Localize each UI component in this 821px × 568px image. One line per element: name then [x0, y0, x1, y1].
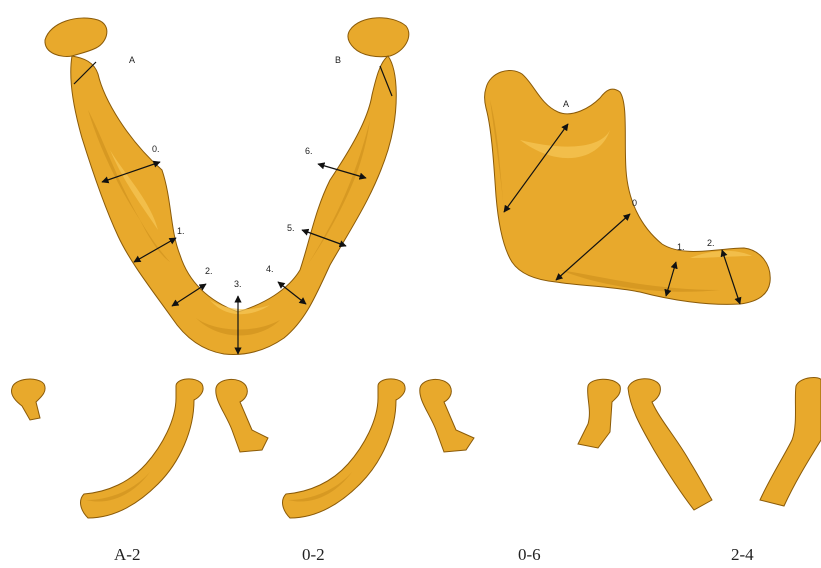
segment-0-2-ramus — [420, 379, 474, 452]
mandible-top-view: A B 0. 1. 2. 3. 4. 5. 6. — [45, 18, 409, 355]
side-label-1: 1. — [677, 242, 685, 252]
top-label-6: 6. — [305, 146, 313, 156]
mandible-side-view: A 0 1. 2. — [485, 70, 771, 304]
top-label-B: B — [335, 55, 341, 65]
top-label-A: A — [129, 55, 135, 65]
segment-A-2: A-2 — [11, 379, 268, 564]
segment-2-4-piece — [760, 378, 821, 506]
segment-0-6-left — [578, 379, 620, 448]
caption-0-2: 0-2 — [302, 545, 325, 564]
side-mandible-body — [485, 70, 771, 304]
side-label-2: 2. — [707, 238, 715, 248]
segment-A-2-body — [81, 379, 204, 518]
segment-A-2-ramus — [216, 379, 268, 452]
top-label-5: 5. — [287, 223, 295, 233]
segment-0-2-body — [283, 379, 406, 518]
caption-0-6: 0-6 — [518, 545, 541, 564]
top-label-2: 2. — [205, 266, 213, 276]
right-condyle — [348, 18, 409, 57]
top-label-4: 4. — [266, 264, 274, 274]
segment-A-2-condyle-left — [11, 379, 45, 420]
segment-0-6: 0-6 — [518, 379, 712, 564]
side-label-0: 0 — [632, 198, 637, 208]
top-label-1: 1. — [177, 226, 185, 236]
segment-0-6-right — [628, 379, 712, 510]
side-label-A: A — [563, 99, 569, 109]
top-label-3: 3. — [234, 279, 242, 289]
segment-2-4: 2-4 — [731, 378, 821, 564]
caption-2-4: 2-4 — [731, 545, 754, 564]
segment-0-2: 0-2 — [283, 379, 474, 564]
top-label-0: 0. — [152, 144, 160, 154]
left-condyle — [45, 18, 107, 56]
caption-A-2: A-2 — [114, 545, 140, 564]
